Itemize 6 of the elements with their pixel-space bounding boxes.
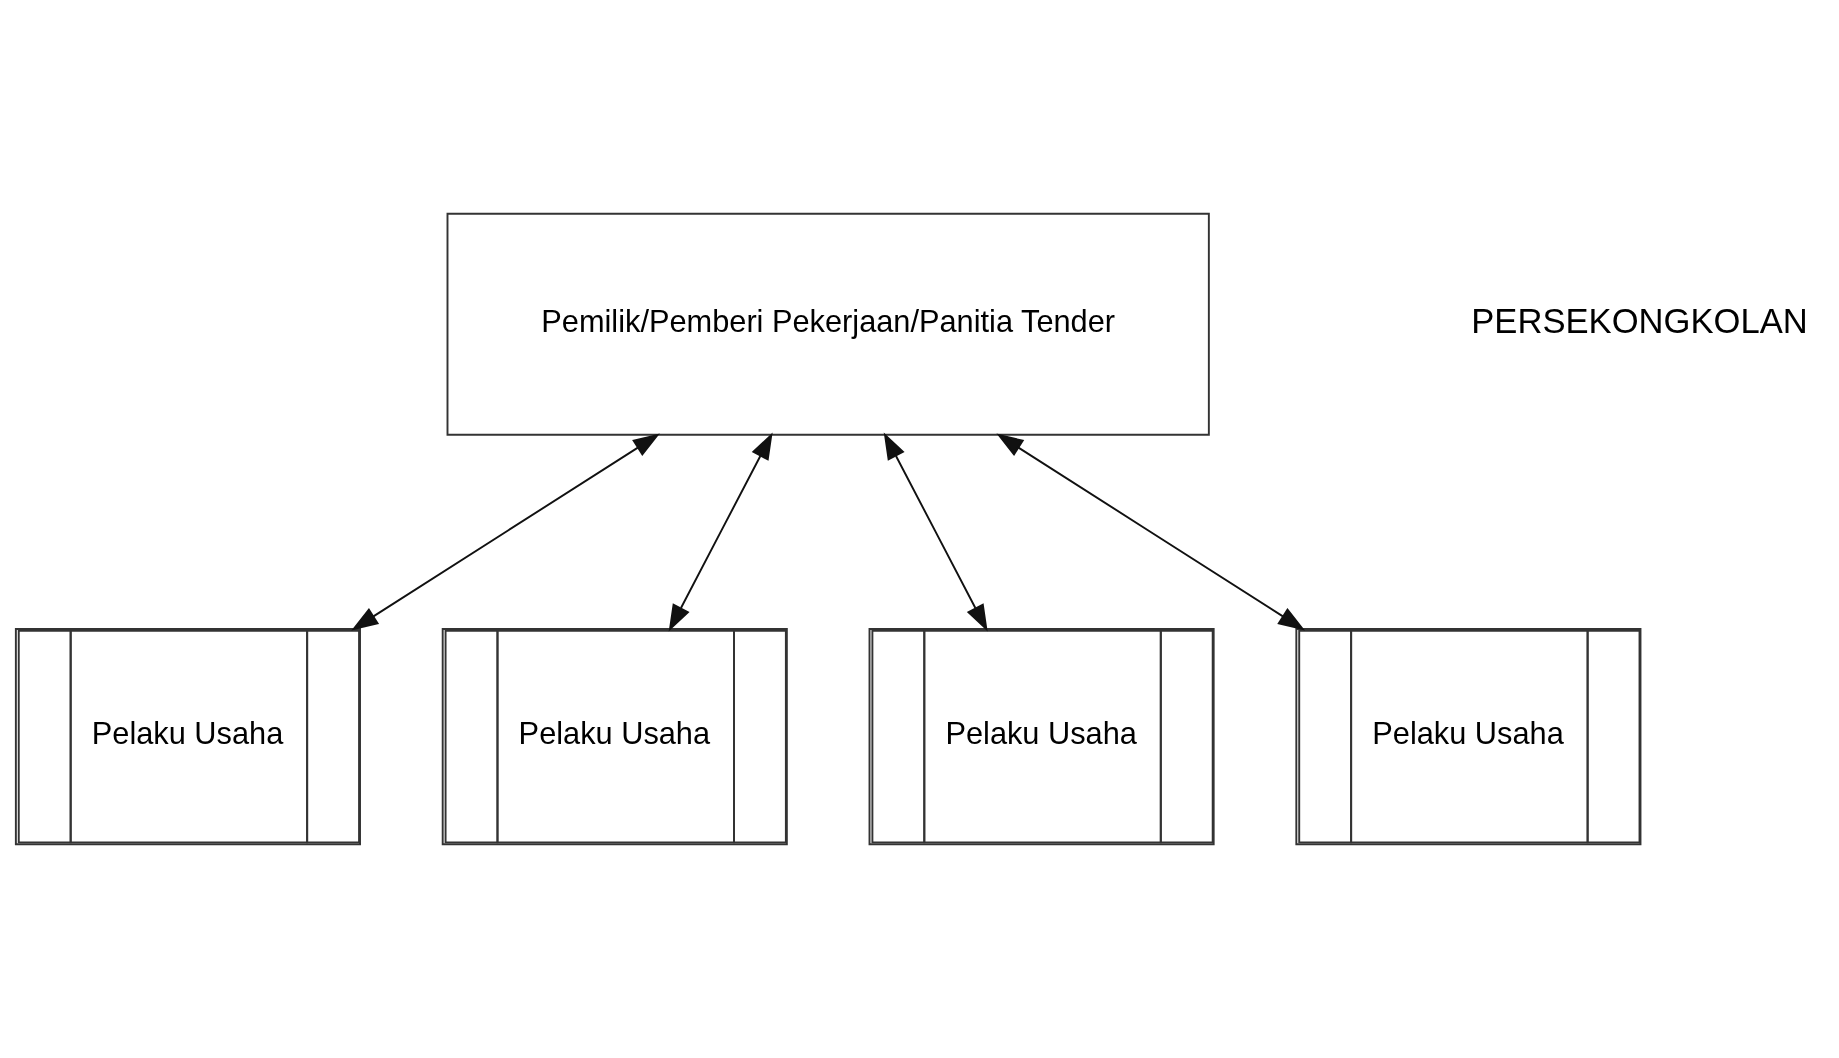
arrow xyxy=(883,432,988,632)
arrow xyxy=(351,433,660,631)
label: PERSEKONGKOLAN xyxy=(1471,301,1808,340)
arrow xyxy=(996,433,1306,631)
arrow xyxy=(668,432,773,632)
node-box: Pemilik/Pemberi Pekerjaan/Panitia Tender xyxy=(446,212,1210,436)
